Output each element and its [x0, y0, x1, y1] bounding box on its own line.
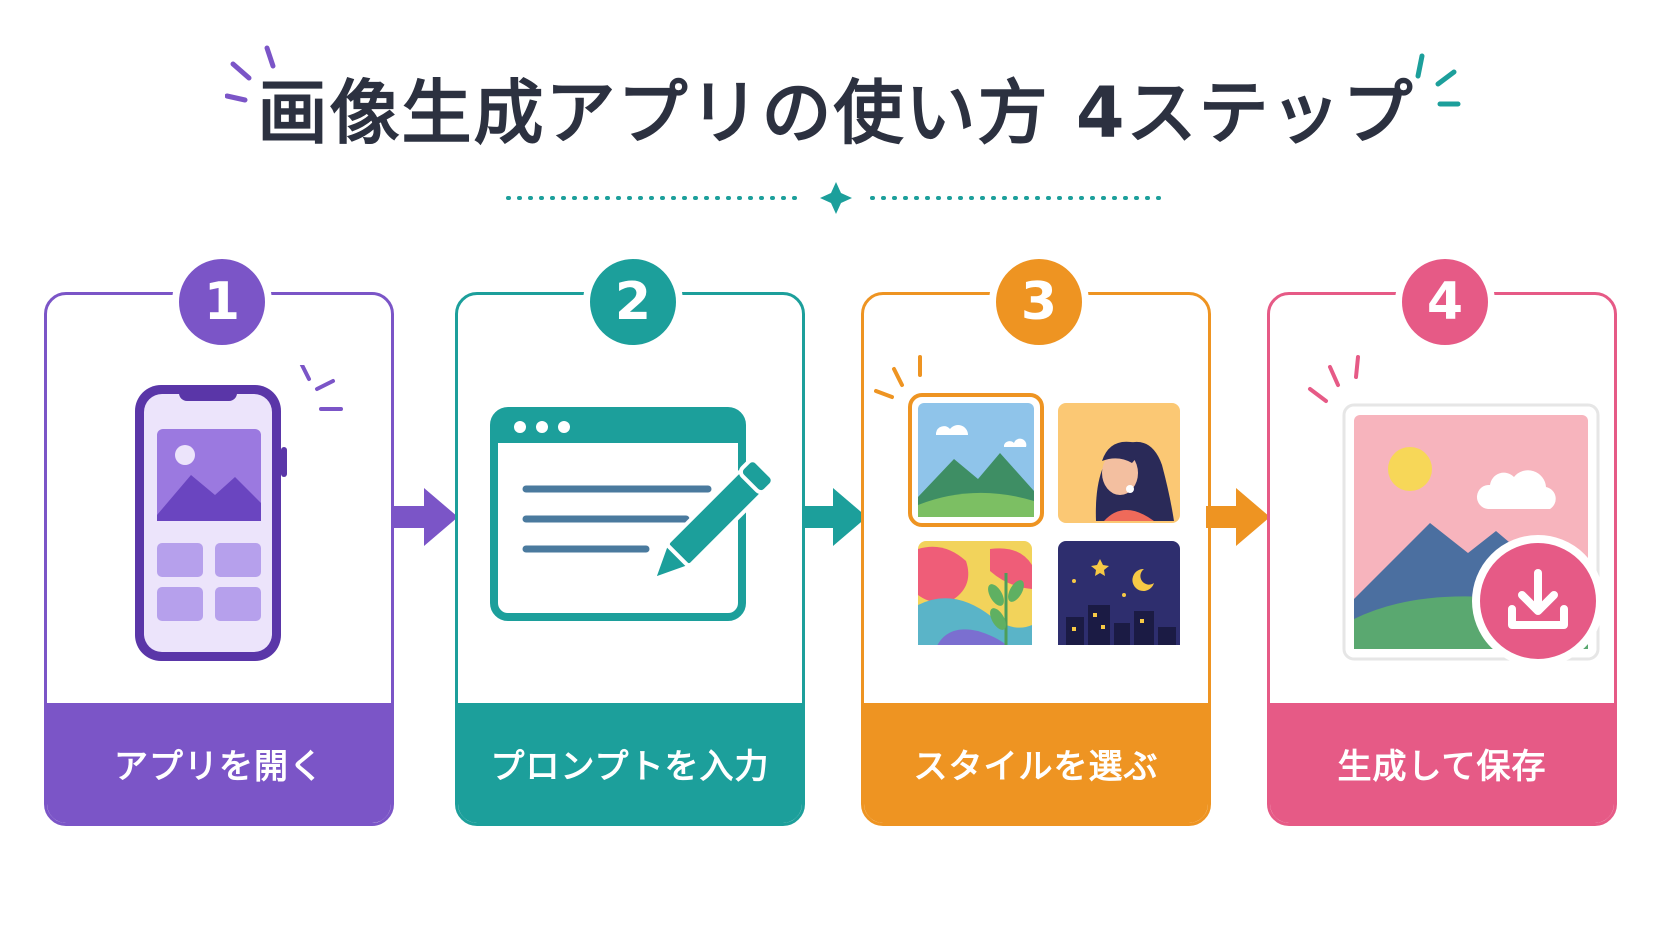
step-number-badge-2: 2: [583, 252, 683, 352]
title-divider: [506, 182, 1166, 214]
arrow-right-icon: [803, 488, 867, 546]
sparkle-lines-left-icon: [225, 45, 276, 103]
save-image-download-icon: [1308, 355, 1600, 667]
sparkle-lines-right-icon: [1415, 53, 1461, 107]
step-number-badge-4: 4: [1395, 252, 1495, 352]
step-label-3: スタイルを選ぶ: [864, 703, 1208, 823]
step-number-badge-3: 3: [989, 252, 1089, 352]
arrow-right-icon: [1206, 488, 1270, 546]
step-label-1: アプリを開く: [47, 703, 391, 823]
step-card-1: アプリを開く: [44, 292, 394, 826]
step-label-4: 生成して保存: [1270, 703, 1614, 823]
style-grid-icon: [874, 355, 1180, 645]
arrow-right-icon: [394, 488, 458, 546]
step-number-badge-1: 1: [172, 252, 272, 352]
step-label-2: プロンプトを入力: [458, 703, 802, 823]
prompt-window-pencil-icon: [490, 407, 775, 621]
smartphone-app-icon: [135, 365, 343, 661]
step-card-2: プロンプトを入力: [455, 292, 805, 826]
step-card-3: スタイルを選ぶ: [861, 292, 1211, 826]
step-card-4: 生成して保存: [1267, 292, 1617, 826]
page-title: 画像生成アプリの使い方 4ステップ: [257, 72, 1415, 154]
